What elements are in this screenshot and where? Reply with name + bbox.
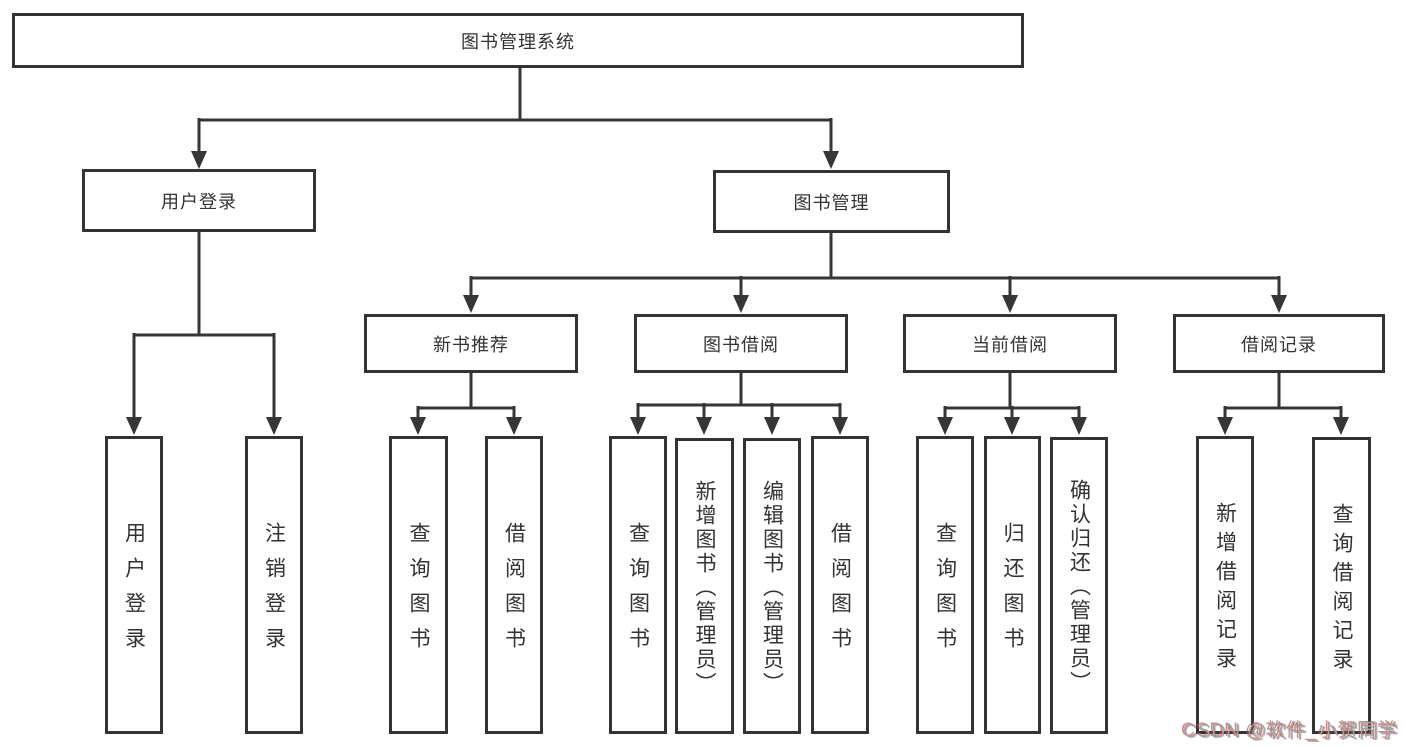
- leaf-borrow-books-recommend: 借阅图书: [485, 436, 543, 734]
- leaf-query-books-borrow: 查询图书: [609, 436, 667, 734]
- leaf-query-books-current: 查询图书: [916, 436, 974, 734]
- node-borrowing-records: 借阅记录: [1173, 314, 1385, 373]
- leaf-add-borrow-record: 新增借阅记录: [1196, 436, 1254, 734]
- node-root: 图书管理系统: [12, 13, 1024, 68]
- leaf-user-login: 用户登录: [105, 436, 163, 734]
- leaf-edit-books-admin: 编辑图书（管理员）: [743, 438, 801, 734]
- watermark: CSDN @软件_小贺同学: [1183, 721, 1399, 742]
- leaf-query-borrow-record: 查询借阅记录: [1312, 437, 1371, 734]
- leaf-confirm-return-admin: 确认归还（管理员）: [1050, 437, 1108, 734]
- node-book-management: 图书管理: [713, 170, 950, 233]
- node-user-login: 用户登录: [82, 169, 316, 232]
- leaf-add-books-admin: 新增图书（管理员）: [675, 438, 734, 734]
- node-current-borrowing: 当前借阅: [903, 314, 1117, 373]
- node-book-borrowing: 图书借阅: [634, 314, 848, 373]
- leaf-return-books: 归还图书: [984, 436, 1041, 734]
- leaf-borrow-books: 借阅图书: [811, 436, 869, 734]
- node-new-book-recommendation: 新书推荐: [364, 314, 578, 373]
- leaf-logout: 注销登录: [245, 436, 303, 734]
- leaf-query-books-recommend: 查询图书: [389, 436, 448, 734]
